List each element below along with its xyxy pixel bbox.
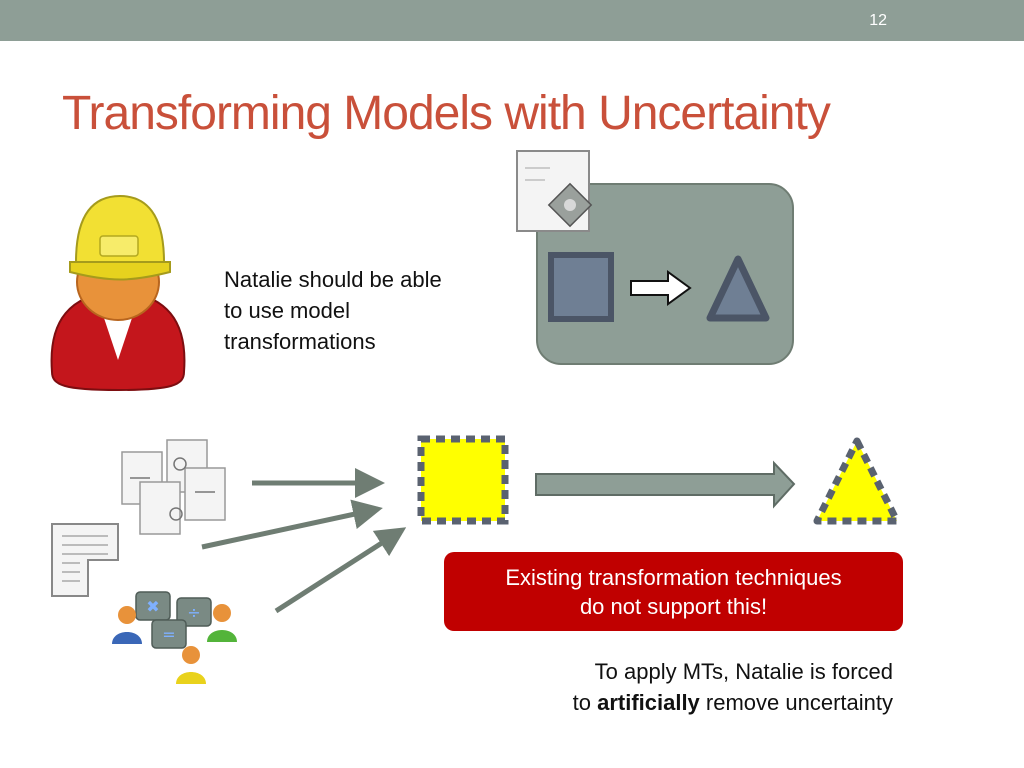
team-collaboration-icon: ✖ ÷ = xyxy=(112,591,237,684)
uncertain-source-square xyxy=(417,435,509,525)
note-suffix: remove uncertainty xyxy=(699,690,893,715)
consequence-note: To apply MTs, Natalie is forced to artif… xyxy=(473,656,893,718)
note-prefix: to xyxy=(572,690,598,715)
note-line-1: To apply MTs, Natalie is forced xyxy=(594,659,893,684)
requirement-statement: Natalie should be able to use model tran… xyxy=(224,264,504,357)
construction-worker-icon xyxy=(50,194,186,392)
arrow-from-document xyxy=(201,499,383,550)
transform-arrow xyxy=(630,270,692,306)
svg-text:=: = xyxy=(162,625,175,644)
uncertain-target-triangle xyxy=(813,437,901,525)
arrow-from-team xyxy=(274,527,407,614)
svg-text:✖: ✖ xyxy=(146,597,159,616)
source-square xyxy=(548,252,614,322)
big-transform-arrow xyxy=(535,460,796,509)
svg-text:÷: ÷ xyxy=(187,603,200,622)
statement-line-3: transformations xyxy=(224,329,376,354)
callout-line-1: Existing transformation techniques xyxy=(505,565,842,590)
target-triangle xyxy=(706,255,770,322)
statement-line-2: to use model xyxy=(224,298,350,323)
statement-line-1: Natalie should be able xyxy=(224,267,442,292)
circuit-diagrams-icon xyxy=(121,439,226,535)
transformation-document-icon xyxy=(516,150,593,232)
note-emphasis: artificially xyxy=(597,690,700,715)
slide-title: Transforming Models with Uncertainty xyxy=(62,87,831,140)
page-number: 12 xyxy=(869,12,887,29)
callout-line-2: do not support this! xyxy=(579,594,768,619)
note-line-2: to artificially remove uncertainty xyxy=(473,687,893,718)
warning-callout: Existing transformation techniques do no… xyxy=(444,552,903,631)
top-bar: 12 xyxy=(0,0,1024,41)
document-icon xyxy=(51,523,119,597)
